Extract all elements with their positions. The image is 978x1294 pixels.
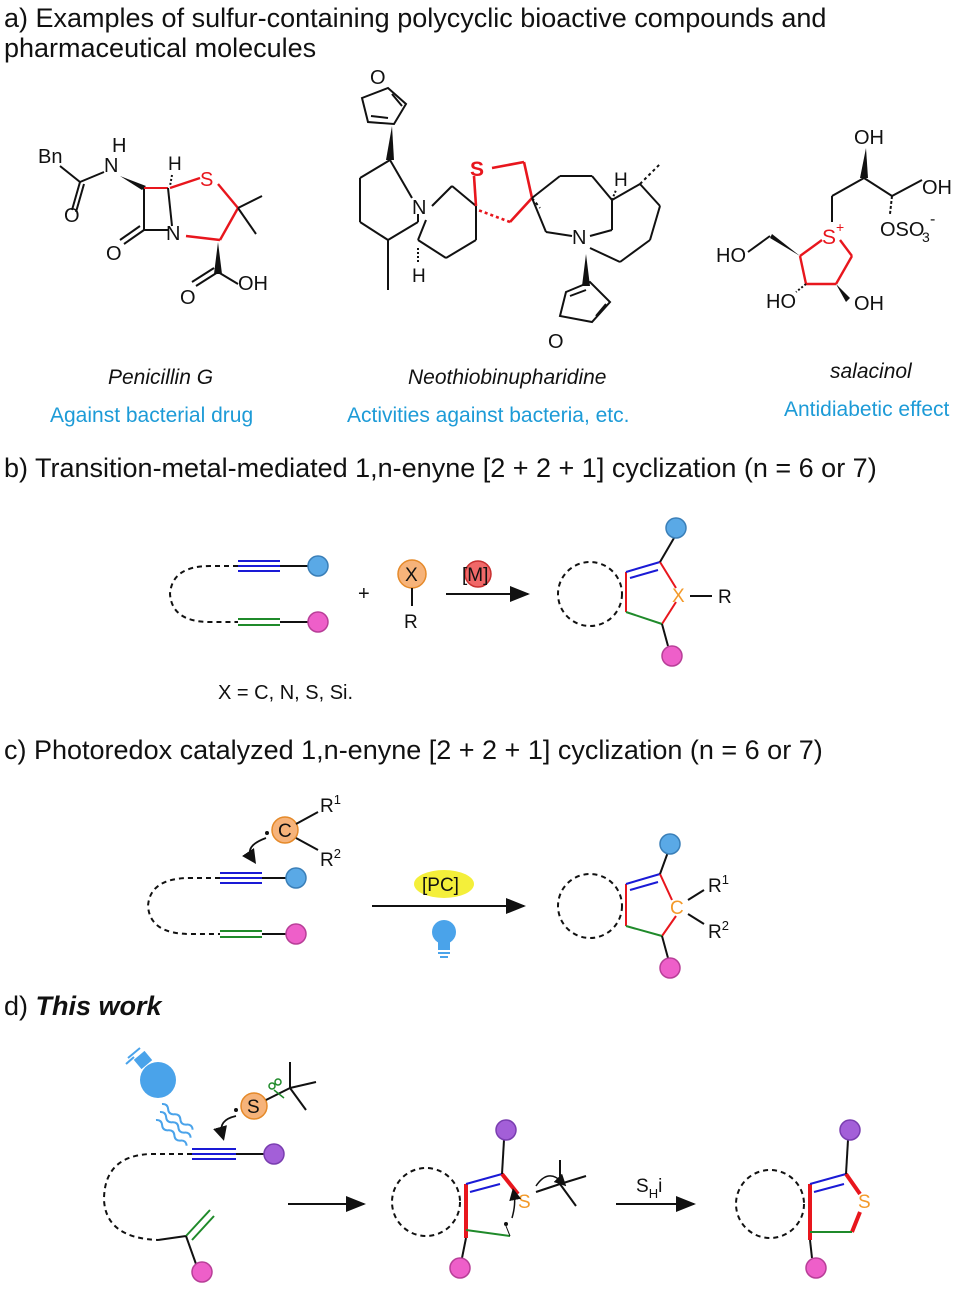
substituent-r: R	[404, 612, 418, 633]
atom-oh-top: OH	[854, 127, 884, 149]
section-a-heading-line1: a) Examples of sulfur-containing polycyc…	[4, 3, 827, 33]
atom-h-left: H	[412, 266, 426, 287]
atom-o-furan-bottom: O	[548, 331, 564, 353]
metal-catalyst-badge	[464, 560, 492, 588]
neothiobinupharidine-structure: O N H S N H	[359, 67, 661, 353]
atom-oso3-subscript: 3	[922, 229, 930, 245]
atom-s-neothio: S	[470, 158, 484, 181]
product-r1: R1	[708, 872, 729, 897]
atom-oh-bottom: OH	[854, 293, 884, 315]
carbon-radical-badge	[271, 816, 299, 844]
atom-ho-left: HO	[716, 245, 746, 267]
atom-h-right: H	[614, 170, 628, 191]
radical-r2: R2	[320, 846, 341, 871]
atom-o-lactam: O	[106, 243, 122, 265]
product-r2: R2	[708, 918, 729, 943]
compound-name-salacinol: salacinol	[830, 360, 912, 383]
compound-name-penicillin: Penicillin G	[108, 366, 214, 389]
shi-label: SHi	[636, 1176, 662, 1201]
intermediate-s: S	[518, 1192, 531, 1213]
atom-o-amide: O	[64, 205, 80, 227]
thiyl-radical-s: S	[247, 1097, 260, 1118]
atom-o-furan-top: O	[370, 67, 386, 89]
atom-oso3-charge: -	[930, 211, 935, 228]
atom-bn: Bn	[38, 146, 62, 168]
substituent-sphere-pink	[307, 611, 329, 633]
heteroatom-x: X	[405, 565, 418, 586]
section-b-x-note: X = C, N, S, Si.	[218, 682, 354, 704]
compound-activity-neothiobinupharidine: Activities against bacteria, etc.	[347, 404, 630, 427]
salacinol-structure: OH OH OSO 3 - S + HO HO OH	[716, 127, 952, 315]
substituent-sphere-blue	[307, 555, 329, 577]
atom-s-penicillin: S	[200, 169, 213, 191]
thiyl-radical-badge	[240, 1092, 268, 1120]
atom-s-charge: +	[836, 219, 844, 235]
atom-ho-bottom: HO	[766, 291, 796, 313]
section-a-heading-line2: pharmaceutical molecules	[4, 33, 317, 63]
metal-catalyst-label: [M]	[462, 565, 488, 586]
product-carbon-c: C	[670, 898, 684, 919]
section-b-heading: b) Transition-metal-mediated 1,n-enyne […	[4, 453, 877, 483]
atom-oso3: OSO	[880, 219, 924, 241]
atom-oh-acid: OH	[238, 273, 268, 295]
compound-activity-salacinol: Antidiabetic effect	[784, 398, 950, 421]
plus-sign: +	[358, 583, 370, 605]
compound-activity-penicillin: Against bacterial drug	[50, 404, 254, 427]
section-d-heading-emphasis: This work	[35, 991, 162, 1021]
photocatalyst-label: [PC]	[422, 875, 459, 896]
atom-nh-h: H	[112, 135, 126, 157]
product-r: R	[718, 587, 732, 608]
penicillin-g-structure: Bn O N H O H N S O OH	[38, 135, 268, 309]
section-d-scheme: S S	[102, 1047, 871, 1283]
scissors-icon	[268, 1078, 285, 1099]
light-bulb-icon	[432, 920, 456, 958]
atom-h-bridge: H	[168, 154, 182, 175]
carbon-radical-c: C	[278, 821, 292, 842]
radical-r1: R1	[320, 792, 341, 817]
atom-n-left: N	[412, 197, 426, 219]
light-bulb-icon	[125, 1047, 176, 1098]
compound-name-neothiobinupharidine: Neothiobinupharidine	[408, 366, 607, 389]
section-d-heading: d) This work	[4, 990, 162, 1023]
section-c-scheme: C R1 R2 [PC] C	[146, 792, 729, 979]
section-c-heading: c) Photoredox catalyzed 1,n-enyne [2 + 2…	[4, 735, 823, 765]
atom-s-salacinol: S	[822, 226, 836, 249]
atom-o-acid: O	[180, 287, 196, 309]
wavy-light-icon	[155, 1102, 194, 1146]
atom-nh-n: N	[104, 155, 118, 177]
atom-n-lactam: N	[166, 223, 180, 245]
section-b-scheme: + X R [M] X R	[168, 517, 732, 667]
photocatalyst-badge	[414, 870, 474, 898]
atom-oh-right: OH	[922, 177, 952, 199]
atom-n-right: N	[572, 227, 586, 249]
section-d-heading-prefix: d)	[4, 991, 36, 1021]
product-s: S	[858, 1192, 871, 1213]
